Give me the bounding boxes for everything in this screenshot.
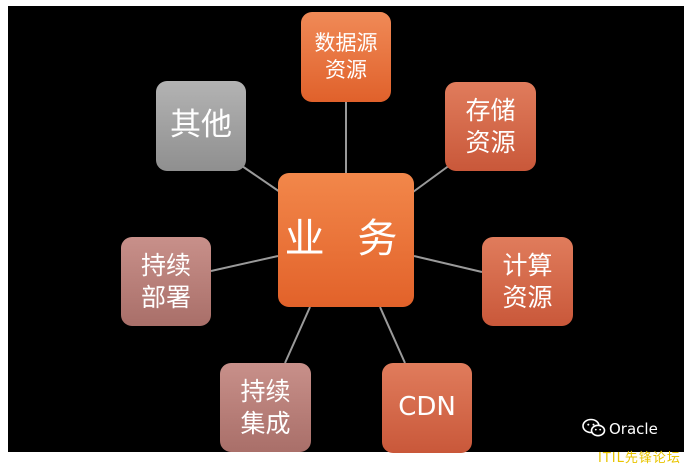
diagram-canvas: 数据源 资源 存储 资源 计算 资源 CDN 持续 集成 持续 部署 其他 业 …: [8, 6, 684, 453]
node-data-source: 数据源 资源: [301, 12, 391, 102]
watermark-text: Oracle: [609, 420, 658, 438]
node-center-business: 业 务: [278, 173, 414, 307]
wechat-icon: [582, 418, 606, 442]
node-other: 其他: [156, 81, 246, 171]
node-storage: 存储 资源: [445, 82, 536, 171]
connector-continuous-deployment: [210, 255, 279, 272]
connector-other: [241, 165, 281, 193]
connector-cdn: [379, 306, 406, 364]
connector-lines: [210, 102, 483, 364]
node-continuous-deployment: 持续 部署: [121, 237, 211, 326]
node-continuous-integration: 持续 集成: [220, 363, 311, 452]
node-cdn: CDN: [382, 363, 472, 453]
connector-compute: [413, 255, 483, 273]
connector-continuous-integration: [284, 306, 311, 364]
node-compute: 计算 资源: [482, 237, 573, 326]
footer-brand: ITIL先锋论坛: [598, 451, 681, 466]
